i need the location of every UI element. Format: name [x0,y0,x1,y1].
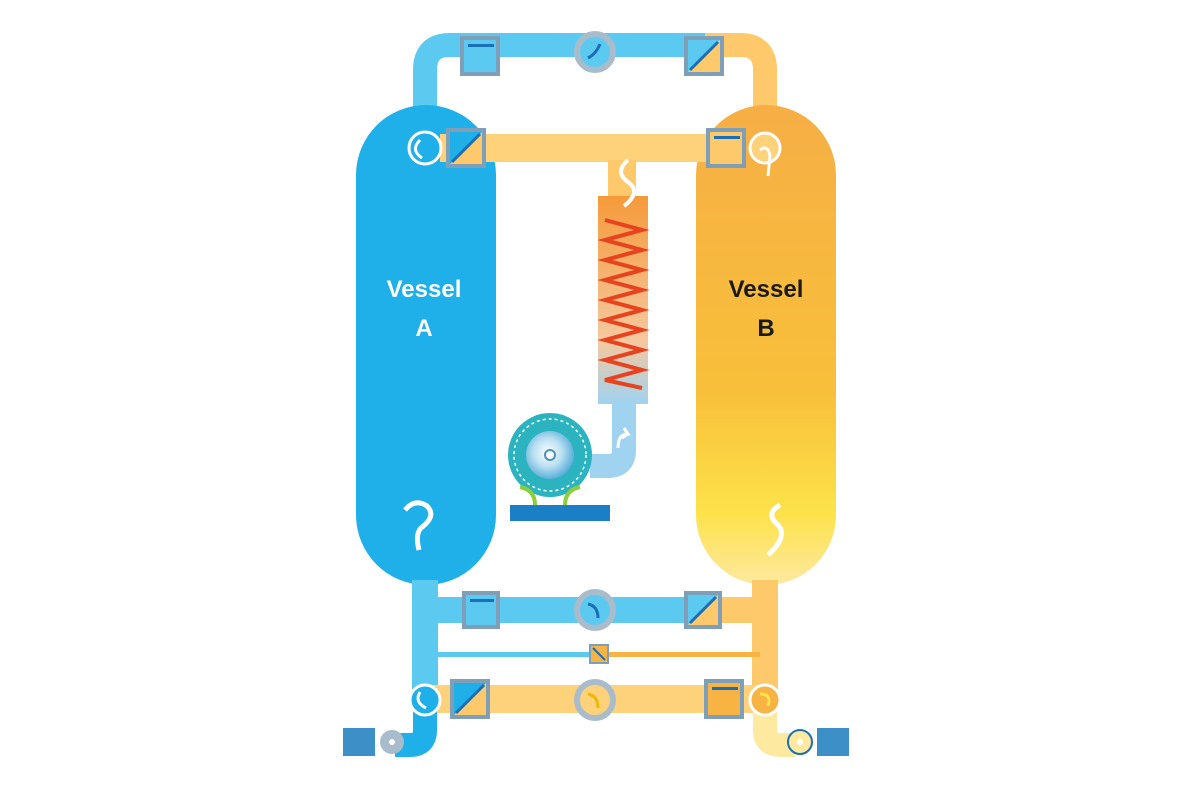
vessel-a-label-line1: Vessel [387,276,462,303]
vessel-b-label-line1: Vessel [729,276,804,303]
vessel-b [696,105,836,585]
blower [508,413,610,521]
vessel-b-label-line2: B [757,315,774,342]
switch-valve-a-top[interactable] [407,130,443,166]
switch-valve-b-bottom[interactable] [748,683,782,717]
heater-coil-icon [597,218,650,390]
regen-pipe [440,134,740,162]
valve-b-outlet[interactable] [704,679,744,719]
check-valve-top[interactable] [574,31,616,73]
purge-valve[interactable] [589,644,609,664]
switch-valve-b-top[interactable] [748,131,782,177]
valve-a-top[interactable] [460,36,500,76]
heater [590,158,650,478]
silencer-left [343,728,404,756]
valve-b-regen[interactable] [706,128,746,168]
valve-b-bottom[interactable] [684,591,722,629]
vessel-a-label-line2: A [415,315,432,342]
switch-valve-a-bottom[interactable] [408,683,442,717]
flow-arrow-icon [766,502,784,557]
check-valve-outlet[interactable] [574,679,616,721]
valve-b-top[interactable] [684,36,724,76]
valve-a-regen[interactable] [446,128,486,168]
valve-a-bottom[interactable] [462,591,500,629]
flow-arrow-icon [403,500,434,551]
silencer-right [787,728,849,756]
valve-a-outlet[interactable] [450,679,490,719]
flow-arrow-icon [619,158,636,208]
check-valve-bottom[interactable] [574,589,616,631]
vessel-a [356,105,496,585]
flow-arrow-icon [616,427,631,449]
